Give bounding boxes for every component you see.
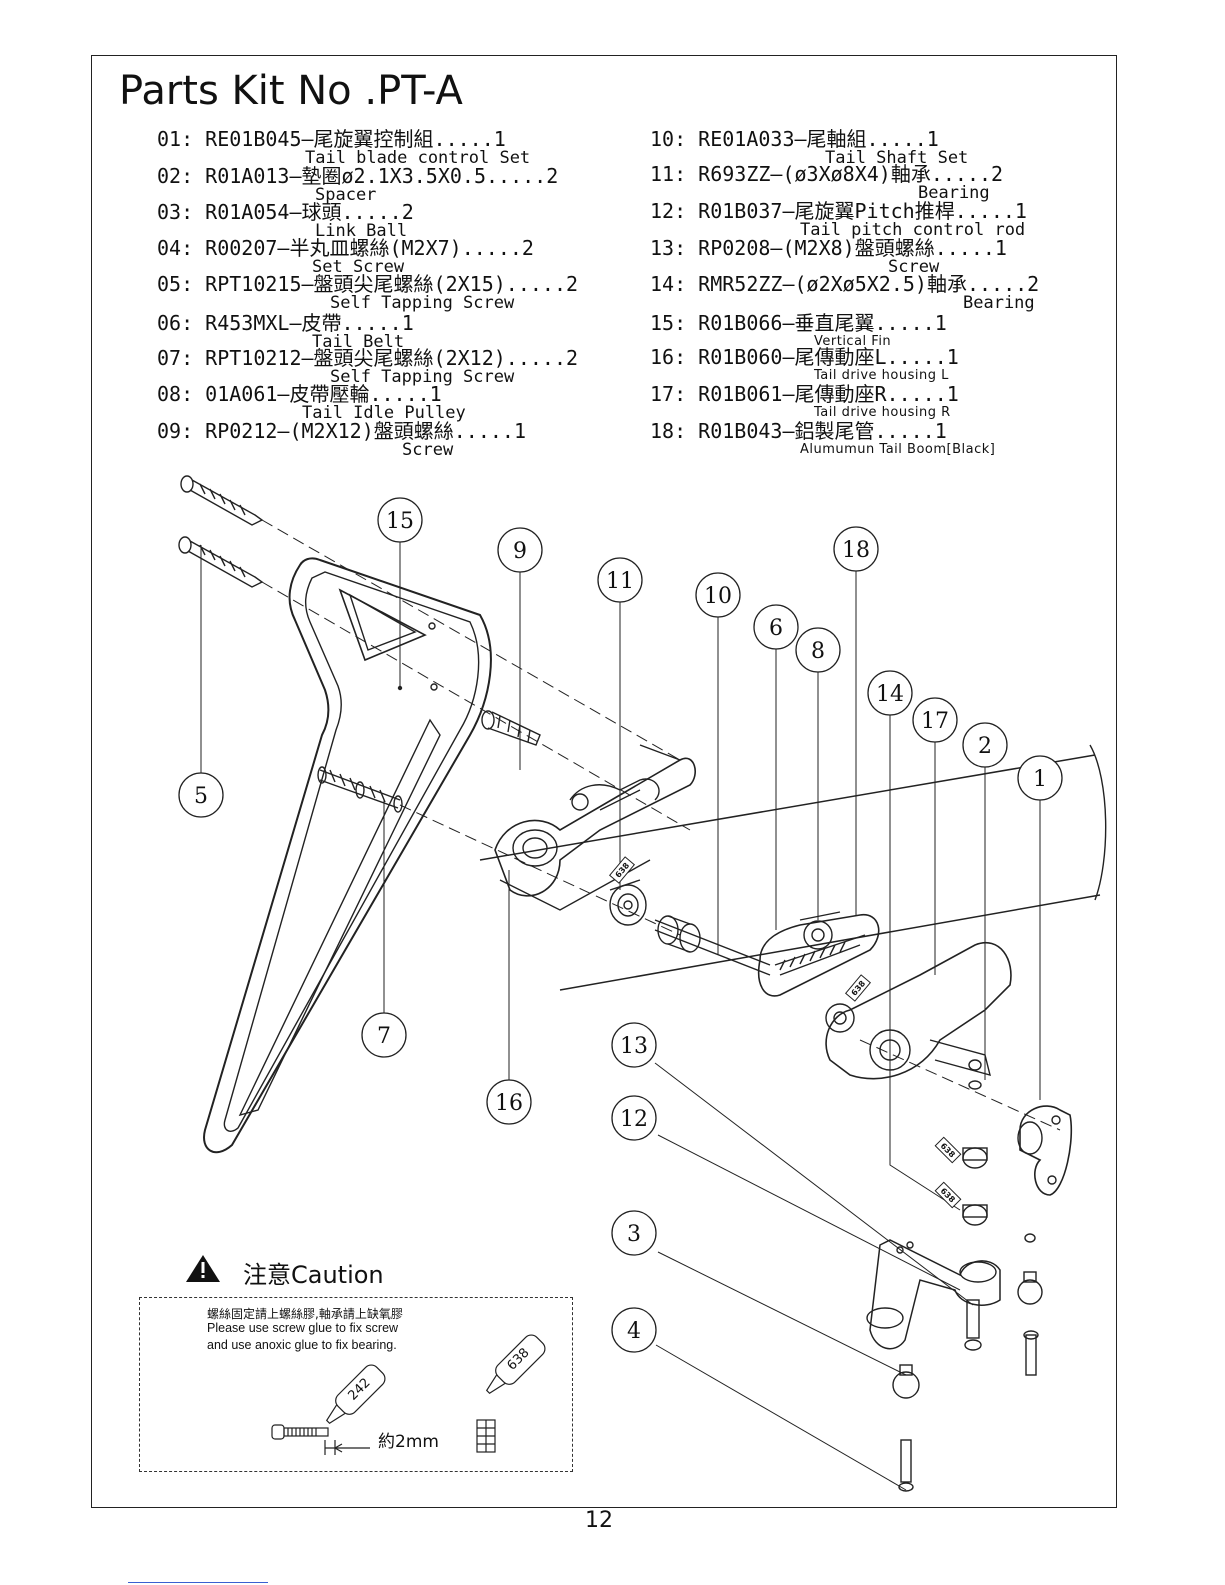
dash-line-5 [261,519,691,831]
part-entry-04: 04: R00207—半丸皿螺絲(M2X7).....2 Set Screw [157,236,534,277]
part-entry-18: 18: R01B043—鋁製尾管.....1 Alumumun Tail Boo… [650,419,996,457]
part-entry-15: 15: R01B066—垂直尾翼.....1 Vertical Fin [650,311,947,349]
callout-label: 7 [377,1024,391,1049]
callout-label: 14 [876,682,904,707]
bearings-14 [962,1080,988,1226]
caution-illustration [271,1334,546,1455]
page-title: Parts Kit No .PT-A [119,68,463,114]
callout-label: 9 [513,539,527,564]
screw-7 [317,766,403,813]
vertical-fin [203,557,492,1154]
tail-housing-left [494,744,696,911]
callout-2 [962,722,1008,768]
callout-10 [695,572,741,618]
part-entry-08: 08: 01A061—皮帶壓輪.....1 Tail Idle Pulley [157,382,466,423]
callout-label: 17 [921,709,949,734]
callout-label: 18 [842,538,870,563]
callout-label: 2 [978,734,992,759]
callout-label: 5 [194,784,208,809]
callout-12 [611,1095,657,1141]
callout-4 [611,1307,657,1353]
callout-7 [361,1012,407,1058]
caution-text-cn: 螺絲固定請上螺絲膠,軸承請上缺氧膠 [207,1307,403,1321]
part-entry-06: 06: R453MXL—皮帶.....1 Tail Belt [157,311,414,352]
callout-label: 4 [627,1319,641,1344]
caution-text-en-1: Please use screw glue to fix screw [207,1321,399,1335]
screw-5b [178,536,264,588]
pitch-control-rod [866,1239,1001,1350]
footer-link-underline [128,1582,268,1583]
callout-label: 8 [811,639,825,664]
page-number: 12 [585,1508,613,1533]
part-entry-01: 01: RE01B045—尾旋翼控制組.....1 Tail blade con… [157,127,531,168]
callout-label: 1 [1033,767,1047,792]
part-entry-03: 03: R01A054—球頭.....2 Link Ball [157,200,414,241]
tail-blade-control [1017,1105,1073,1196]
part-entry-05: 05: RPT10215—盤頭尖尾螺絲(2X15).....2 Self Tap… [157,272,579,313]
caution-text-en-2: and use anoxic glue to fix bearing. [207,1338,397,1352]
caution-title: 注意Caution [243,1261,384,1289]
callout-label: 12 [620,1107,648,1132]
tail-boom [479,754,1101,991]
callout-label: 11 [606,569,634,594]
tail-boom-end [1089,744,1107,901]
callout-1 [1017,755,1063,801]
page-frame [91,55,1117,1508]
part-entry-07: 07: RPT10212—盤頭尖尾螺絲(2X12).....2 Self Tap… [157,346,579,387]
dimension-label: 約2mm [378,1432,439,1452]
callout-17 [912,697,958,743]
screw-5a [180,475,264,526]
part-entry-13: 13: RP0208—(M2X8)盤頭螺絲.....1 Screw [650,236,1007,277]
callout-3 [611,1210,657,1256]
part-entry-14: 14: RMR52ZZ—(ø2Xø5X2.5)軸承.....2 Bearing [650,272,1040,313]
part-entry-16: 16: R01B060—尾傳動座L.....1 Tail drive housi… [650,345,959,383]
tail-belt-pulley [758,911,880,997]
part-entry-12: 12: R01B037—尾旋翼Pitch推桿.....1 Tail pitch … [650,199,1027,240]
part-entry-02: 02: R01A013—墊圈ø2.1X3.5X0.5.....2 Spacer [157,164,559,205]
callout-label: 15 [386,509,414,534]
bearing-11 [609,879,647,926]
warning-icon [186,1255,220,1282]
part-entry-17: 17: R01B061—尾傳動座R.....1 Tail drive housi… [650,382,959,420]
callout-label: 13 [620,1034,648,1059]
callout-14 [867,670,913,716]
callout-5 [178,772,224,818]
caution-box [139,1297,573,1472]
part-entry-10: 10: RE01A033—尾軸組.....1 Tail Shaft Set [650,127,969,168]
leader-lines [200,540,1041,1491]
callout-label: 16 [495,1091,523,1116]
ball-link-left [892,1364,920,1492]
callout-6 [753,604,799,650]
dash-line-7 [399,804,681,936]
callout-label: 10 [704,584,732,609]
screw-13 [964,1299,982,1351]
callout-label: 6 [769,616,783,641]
part-entry-11: 11: R693ZZ—(ø3Xø8X4)軸承.....2 Bearing [650,162,1004,203]
callout-13 [611,1022,657,1068]
callout-label: 3 [627,1222,641,1247]
callout-18 [833,526,879,572]
part-entry-09: 09: RP0212—(M2X12)盤頭螺絲.....1 Screw [157,419,526,460]
callout-11 [597,557,643,603]
callout-8 [795,627,841,673]
tail-shaft [654,915,771,976]
ball-link-right [1017,1233,1043,1376]
callout-9 [497,527,543,573]
callout-16 [486,1079,532,1125]
callout-15 [377,497,423,543]
dash-line-17 [859,1039,1061,1131]
callouts [178,497,1063,1353]
tail-housing-right [825,942,1012,1080]
screw-9 [481,710,541,746]
